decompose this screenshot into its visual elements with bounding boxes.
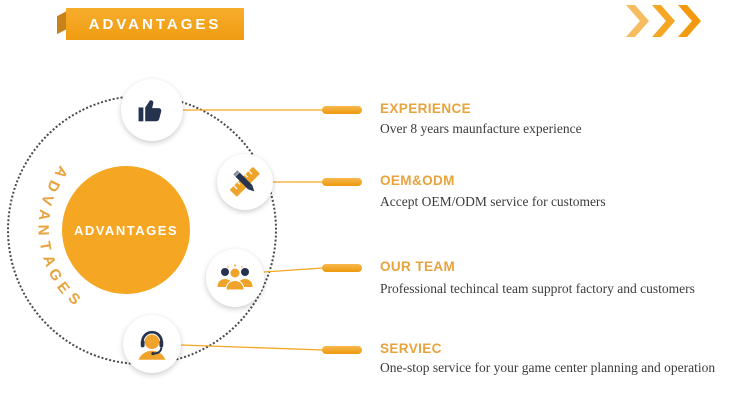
headset-icon [138, 330, 166, 360]
ruler-pencil-icon [230, 167, 260, 197]
bullet-pill [322, 264, 362, 272]
bullet-pill [322, 106, 362, 114]
our-team-icon-circle [206, 249, 264, 307]
page-title: ADVANTAGES [66, 8, 244, 40]
thumbs-up-icon [138, 100, 162, 122]
arc-letter: A [34, 208, 54, 222]
bullet-pill [322, 178, 362, 186]
team-icon [217, 264, 253, 291]
chevron-right-icon [678, 5, 701, 37]
connector-line [263, 267, 324, 273]
item-title-service: SERVIEC [380, 341, 442, 356]
oem-odm-icon-circle [217, 154, 273, 210]
hub-circle: ADVANTAGES [62, 166, 190, 294]
bullet-pill [322, 346, 362, 354]
chevron-right-icon [652, 5, 675, 37]
experience-icon-circle [121, 79, 183, 141]
item-desc-experience: Over 8 years maunfacture experience [380, 121, 582, 136]
chevron-right-icon [626, 5, 649, 37]
item-desc-service: One-stop service for your game center pl… [380, 360, 716, 375]
arc-letter: N [34, 224, 52, 237]
item-title-oem-odm: OEM&ODM [380, 173, 455, 188]
chevrons [626, 5, 702, 37]
item-title-our-team: OUR TEAM [380, 259, 456, 274]
item-desc-our-team: Professional techincal team supprot fact… [380, 281, 695, 296]
item-title-experience: EXPERIENCE [380, 101, 472, 116]
service-icon-circle [123, 315, 181, 373]
item-desc-oem-odm: Accept OEM/ODM service for customers [380, 194, 606, 209]
